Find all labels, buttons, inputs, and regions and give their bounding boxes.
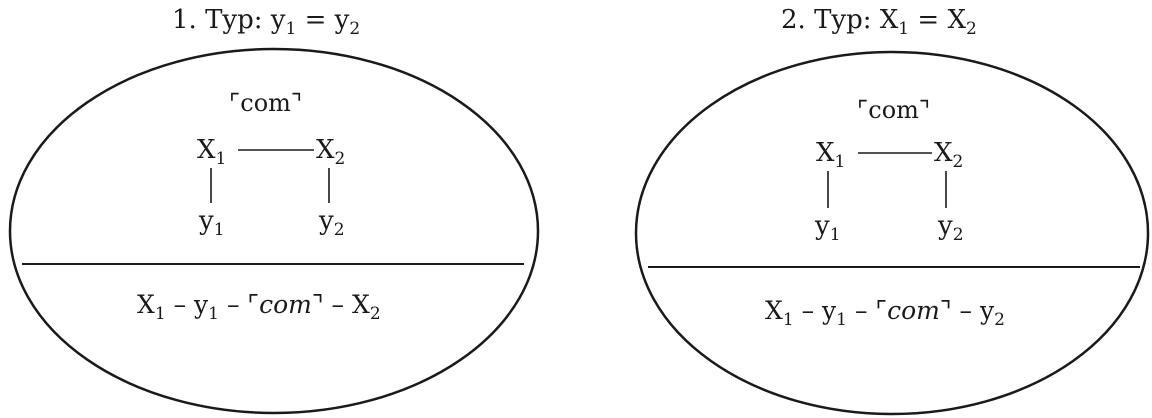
panel-2-title: 2. Typ: X1 = X2 — [781, 5, 977, 39]
panel-1: 1. Typ: y1 = y2 ⌜com⌝ X1 X2 y1 y2 X1 – y… — [8, 5, 540, 415]
panel-1-node-y1: y1 — [198, 206, 225, 240]
panel-1-title: 1. Typ: y1 = y2 — [172, 5, 360, 39]
panel-1-node-y2: y2 — [318, 206, 345, 240]
panel-2-com-label: ⌜com⌝ — [857, 96, 930, 124]
panel-1-node-x1: X1 — [197, 135, 226, 169]
panel-1-formula: X1 – y1 – ⌜com⌝ – X2 — [137, 290, 381, 324]
panel-1-ellipse — [8, 47, 540, 415]
panel-1-com-label: ⌜com⌝ — [229, 89, 302, 117]
panel-2-ellipse — [634, 50, 1150, 416]
panel-1-node-x2: X2 — [316, 135, 345, 169]
panel-2-formula: X1 – y1 – ⌜com⌝ – y2 — [765, 296, 1005, 330]
panel-2: 2. Typ: X1 = X2 ⌜com⌝ X1 X2 y1 y2 X1 – y… — [634, 5, 1150, 416]
panel-2-node-y1: y1 — [814, 211, 841, 245]
panel-2-node-x2: X2 — [934, 138, 963, 172]
panel-2-node-y2: y2 — [937, 211, 964, 245]
panel-2-node-x1: X1 — [816, 138, 845, 172]
